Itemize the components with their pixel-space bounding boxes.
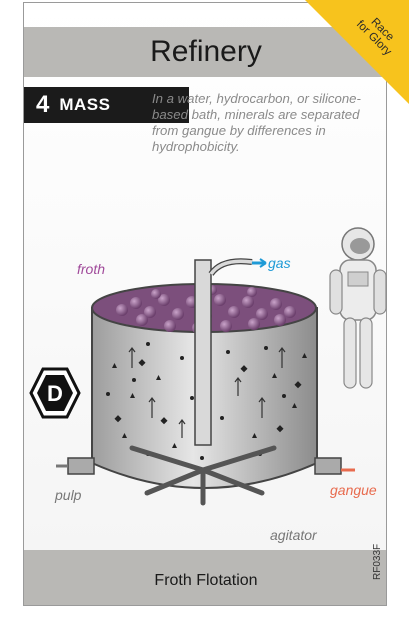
d-badge-icon: D (29, 367, 81, 419)
agitator-impeller (129, 445, 277, 506)
label-agitator: agitator (270, 527, 317, 543)
froth-flotation-illustration (56, 258, 355, 506)
badge-letter: D (47, 381, 63, 406)
label-froth: froth (77, 261, 106, 277)
card-description: In a water, hydrocarbon, or silicone-bas… (152, 91, 361, 154)
game-card: Refinery 4 MASS Froth Flotation (23, 2, 387, 606)
card-title: Refinery (150, 35, 262, 68)
bottom-bar: Froth Flotation (24, 550, 386, 605)
label-gangue: gangue (330, 482, 377, 498)
mass-value: 4 (36, 91, 50, 118)
label-gas: gas (268, 255, 291, 271)
mass-label: MASS (59, 95, 111, 114)
astronaut-icon (329, 227, 387, 389)
arrows-up (128, 347, 286, 438)
card-code: RF033F (372, 543, 383, 580)
title-bar: Refinery (24, 27, 386, 77)
label-pulp: pulp (55, 487, 82, 503)
mass-box: 4 MASS (24, 87, 189, 123)
card-name: Froth Flotation (154, 572, 258, 589)
corner-banner: Race for Glory (305, 0, 409, 104)
